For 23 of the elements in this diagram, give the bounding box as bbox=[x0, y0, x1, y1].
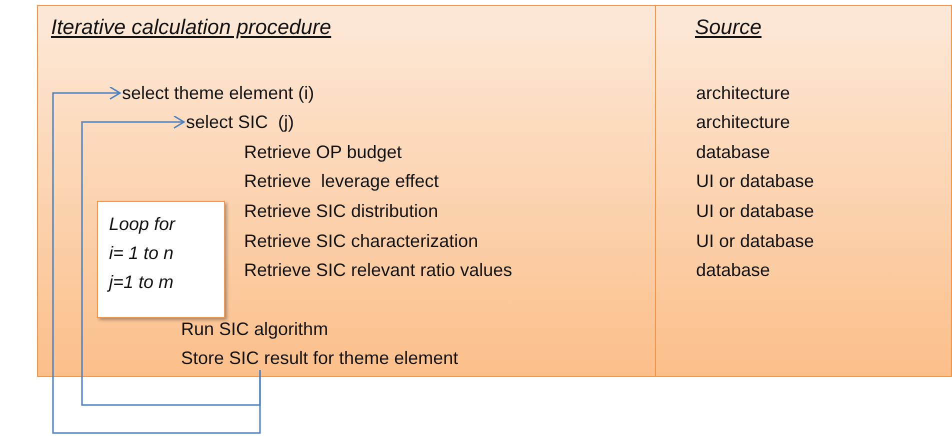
step-text: Store SIC result for theme element bbox=[181, 347, 458, 369]
source-text: architecture bbox=[696, 111, 790, 133]
loop-note-box: Loop for i= 1 to n j=1 to m bbox=[97, 201, 225, 318]
step-text: Run SIC algorithm bbox=[181, 318, 328, 340]
step-text: select SIC (j) bbox=[186, 111, 294, 133]
loop-arrow bbox=[52, 86, 261, 434]
column-heading: Iterative calculation procedure bbox=[51, 16, 332, 40]
source-text: database bbox=[696, 259, 770, 281]
step-text: select theme element (i) bbox=[122, 82, 314, 104]
source-text: UI or database bbox=[696, 200, 814, 222]
source-text: UI or database bbox=[696, 230, 814, 252]
step-text: Retrieve SIC distribution bbox=[244, 200, 438, 222]
source-text: architecture bbox=[696, 82, 790, 104]
source-text: database bbox=[696, 141, 770, 163]
procedure-panel bbox=[37, 5, 656, 377]
step-text: Retrieve OP budget bbox=[244, 141, 402, 163]
step-text: Retrieve leverage effect bbox=[244, 170, 439, 192]
step-text: Retrieve SIC characterization bbox=[244, 230, 478, 252]
step-text: Retrieve SIC relevant ratio values bbox=[244, 259, 512, 281]
source-panel bbox=[655, 5, 952, 377]
source-text: UI or database bbox=[696, 170, 814, 192]
column-heading: Source bbox=[695, 16, 762, 40]
loop-arrow bbox=[81, 115, 261, 406]
